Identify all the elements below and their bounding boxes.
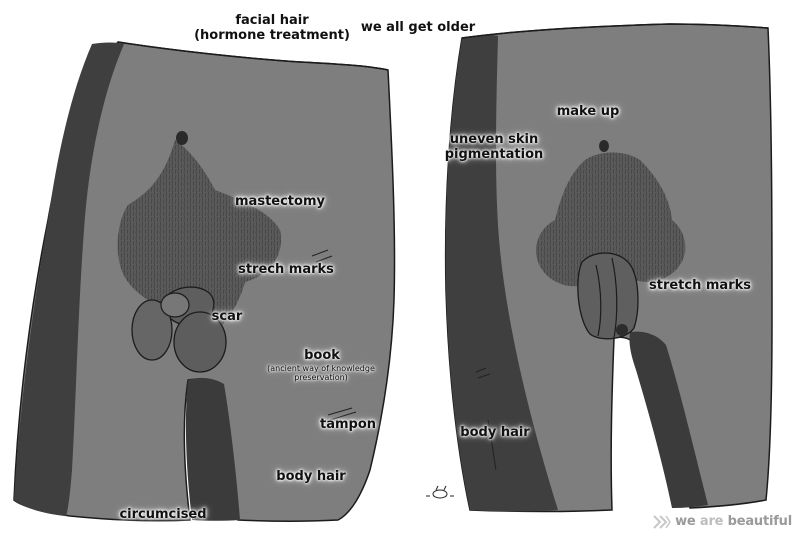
label-book-subtitle: (ancient way of knowledge preservation) — [267, 364, 375, 382]
label-stretch-marks-right: stretch marks — [649, 278, 751, 293]
label-uneven-skin-line2: pigmentation — [444, 147, 544, 162]
label-strech-marks: strech marks — [238, 262, 334, 277]
label-make-up: make up — [557, 104, 620, 119]
label-body-hair-right: body hair — [460, 425, 529, 440]
label-book-subtitle-line1: (ancient way of knowledge — [267, 364, 375, 373]
brand-word-beautiful: beautiful — [727, 514, 793, 529]
label-tampon-text: tampon — [319, 417, 377, 432]
right-hip-shadow — [445, 35, 558, 512]
label-body-hair-right-text: body hair — [460, 425, 530, 440]
label-stretch-marks-right-text: stretch marks — [649, 278, 751, 293]
label-body-hair-left: body hair — [276, 469, 345, 484]
label-we-all-get-older-text: we all get older — [360, 20, 476, 35]
brand-name: we are beautiful — [675, 514, 792, 529]
label-uneven-skin-line1: uneven skin — [449, 132, 539, 147]
label-make-up-text: make up — [556, 104, 620, 119]
left-navel — [176, 131, 188, 145]
left-figure-front-view — [13, 41, 396, 522]
label-we-all-get-older: we all get older — [361, 20, 475, 35]
bee-doodle — [426, 485, 454, 499]
label-scar: scar — [212, 309, 243, 324]
label-strech-marks-text: strech marks — [238, 262, 334, 277]
label-mastectomy-text: mastectomy — [235, 194, 325, 209]
label-mastectomy: mastectomy — [235, 194, 325, 209]
label-facial-hair-line2: (hormone treatment) — [194, 28, 350, 43]
label-circumcised-text: circumcised — [119, 507, 207, 522]
right-genitals — [577, 252, 639, 340]
right-navel — [599, 140, 609, 152]
left-genitals — [131, 286, 227, 373]
right-inner-leg-shadow — [629, 331, 708, 508]
label-tampon: tampon — [320, 417, 376, 432]
brand-word-are: are — [699, 514, 724, 529]
label-facial-hair: facial hair (hormone treatment) — [194, 13, 350, 43]
label-circumcised: circumcised — [119, 507, 206, 522]
left-inner-leg-shadow — [185, 377, 240, 521]
brand-watermark: we are beautiful — [653, 514, 792, 529]
brand-word-we: we — [675, 514, 696, 529]
label-book-text: book — [304, 348, 340, 363]
label-body-hair-left-text: body hair — [276, 469, 346, 484]
label-scar-text: scar — [211, 309, 243, 324]
label-book: book — [304, 348, 340, 363]
right-figure-back-view — [426, 23, 773, 513]
label-uneven-skin: uneven skin pigmentation — [445, 132, 544, 162]
double-chevron-icon — [653, 514, 672, 529]
label-facial-hair-line1: facial hair — [235, 13, 309, 28]
label-book-subtitle-line2: preservation) — [294, 373, 348, 382]
left-hip-shadow — [14, 42, 124, 516]
